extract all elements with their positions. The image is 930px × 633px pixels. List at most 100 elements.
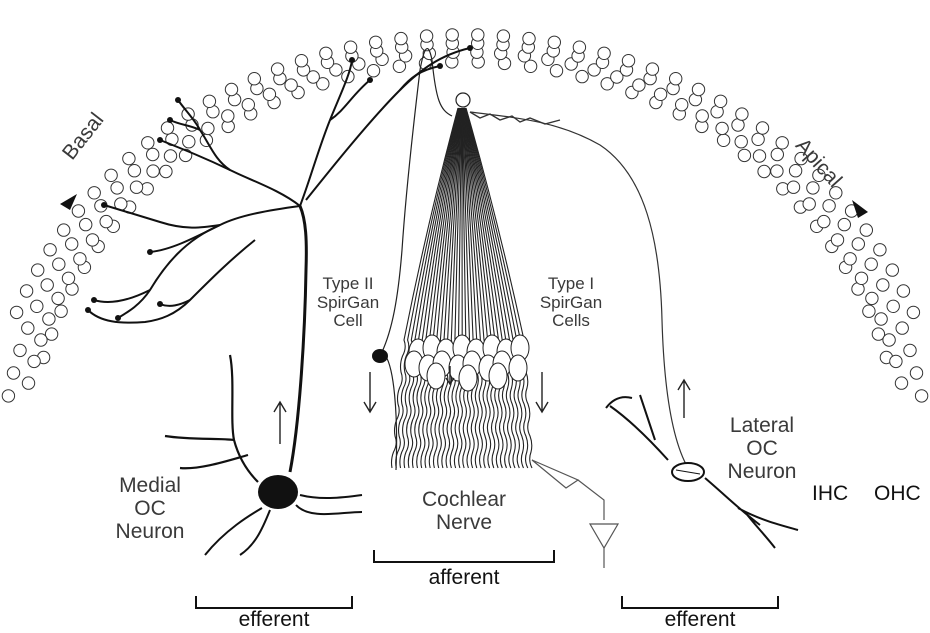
hair-cell-1-49 [883, 334, 895, 346]
hair-cell-2-3 [22, 322, 34, 334]
hair-cell-1-16 [242, 99, 254, 111]
medial-label-line-2: OC [100, 497, 200, 520]
hair-cell-2-10 [111, 182, 123, 194]
medial-knob-12 [437, 63, 443, 69]
medial-oc-label: Medial OC Neuron [100, 474, 200, 543]
hair-cell-3-35 [670, 73, 682, 85]
hair-cell-1-6 [74, 253, 86, 265]
hair-cell-3-36 [692, 83, 704, 95]
medial-branch-0 [160, 140, 300, 206]
hair-cell-3-11 [105, 169, 117, 181]
hair-cell-2-38 [752, 133, 764, 145]
hair-cell-1-45 [844, 253, 856, 265]
hair-cell-3-8 [58, 224, 70, 236]
cochlear-label-line-1: Cochlear [404, 488, 524, 511]
hair-cell-1-48 [875, 313, 887, 325]
hair-cell-2-4 [31, 300, 43, 312]
afferent-label: afferent [404, 566, 524, 589]
hair-cell-1-39 [753, 150, 765, 162]
ganglion-cell-18 [489, 363, 507, 389]
cochlear-label-line-2: Nerve [404, 511, 524, 534]
hair-cell-1-8 [100, 215, 112, 227]
medial-knob-2 [167, 117, 173, 123]
hair-cell-3-47 [886, 264, 898, 276]
hair-cell-1-0 [22, 377, 34, 389]
hair-cell-2-2 [14, 344, 26, 356]
type-1-label-line-3: Cells [530, 312, 612, 331]
hair-cell-1-18 [285, 79, 297, 91]
hair-cell-1-35 [676, 99, 688, 111]
type-1-spiral-ganglion-cells [405, 335, 529, 391]
medial-branch-7 [118, 225, 220, 318]
hair-cell-3-6 [32, 264, 44, 276]
hair-cell-1-44 [831, 234, 843, 246]
hair-cell-3-7 [44, 244, 56, 256]
hair-cell-2-43 [838, 218, 850, 230]
hair-cell-2-50 [910, 367, 922, 379]
hair-cell-2-8 [80, 218, 92, 230]
medial-knob-1 [175, 97, 181, 103]
hair-cell-2-0 [2, 390, 14, 402]
hair-cell-2-12 [147, 148, 159, 160]
ohc-label: OHC [874, 482, 921, 505]
hair-cell-1-38 [735, 136, 747, 148]
hair-cell-0-9 [160, 165, 172, 177]
recording-electrode [532, 460, 618, 568]
medial-knob-6 [101, 202, 107, 208]
hair-cell-0-18 [367, 65, 379, 77]
hair-cell-3-29 [523, 32, 535, 44]
efferent-right-bracket [622, 596, 778, 608]
hair-cell-3-10 [88, 187, 100, 199]
hair-cell-3-31 [573, 41, 585, 53]
lateral-label-line-3: Neuron [710, 460, 814, 483]
hair-cell-3-22 [344, 41, 356, 53]
hair-cell-0-32 [717, 134, 729, 146]
hair-cell-1-13 [183, 136, 195, 148]
hair-cell-1-41 [787, 181, 799, 193]
cochlear-nerve-label: Cochlear Nerve [404, 488, 524, 534]
hair-cell-2-42 [823, 200, 835, 212]
hair-cell-1-43 [818, 215, 830, 227]
hair-cell-2-6 [53, 258, 65, 270]
hair-cell-2-49 [904, 344, 916, 356]
ganglion-cell-15 [509, 355, 527, 381]
hair-cell-1-14 [202, 122, 214, 134]
hair-cell-3-38 [736, 108, 748, 120]
type-2-label: Type II SpirGan Cell [308, 275, 388, 331]
medial-knob-7 [115, 315, 121, 321]
afferent-bracket [374, 550, 554, 562]
medial-branch-5 [150, 206, 300, 252]
hair-cell-0-26 [576, 70, 588, 82]
medial-knob-0 [157, 137, 163, 143]
hair-cell-1-36 [696, 110, 708, 122]
medial-branch-9 [88, 240, 255, 323]
lateral-label-line-2: OC [710, 437, 814, 460]
hair-cell-1-37 [716, 122, 728, 134]
hair-cell-1-50 [890, 355, 902, 367]
hair-cell-2-39 [771, 148, 783, 160]
hair-cell-1-34 [654, 88, 666, 100]
hair-cell-1-1 [28, 355, 40, 367]
hair-cell-1-33 [633, 79, 645, 91]
ihc-label: IHC [812, 482, 848, 505]
hair-cell-1-15 [222, 110, 234, 122]
hair-cell-3-19 [271, 63, 283, 75]
hair-cell-1-17 [263, 88, 275, 100]
lateral-label-line-1: Lateral [710, 414, 814, 437]
hair-cell-3-9 [72, 205, 84, 217]
hair-cell-3-14 [161, 122, 173, 134]
hair-cell-3-48 [897, 285, 909, 297]
hair-cell-1-2 [35, 334, 47, 346]
hair-cell-3-21 [320, 47, 332, 59]
type-2-label-line-2: SpirGan [308, 294, 388, 313]
hair-cell-3-39 [756, 122, 768, 134]
hair-cell-3-5 [20, 285, 32, 297]
medial-knob-10 [157, 301, 163, 307]
type-1-label-line-1: Type I [530, 275, 612, 294]
type-2-spiral-ganglion-cell [372, 49, 452, 470]
hair-cell-3-32 [598, 47, 610, 59]
hair-cell-2-1 [7, 367, 19, 379]
hair-cell-3-34 [646, 63, 658, 75]
hair-cell-3-37 [714, 95, 726, 107]
hair-cell-3-27 [472, 29, 484, 41]
